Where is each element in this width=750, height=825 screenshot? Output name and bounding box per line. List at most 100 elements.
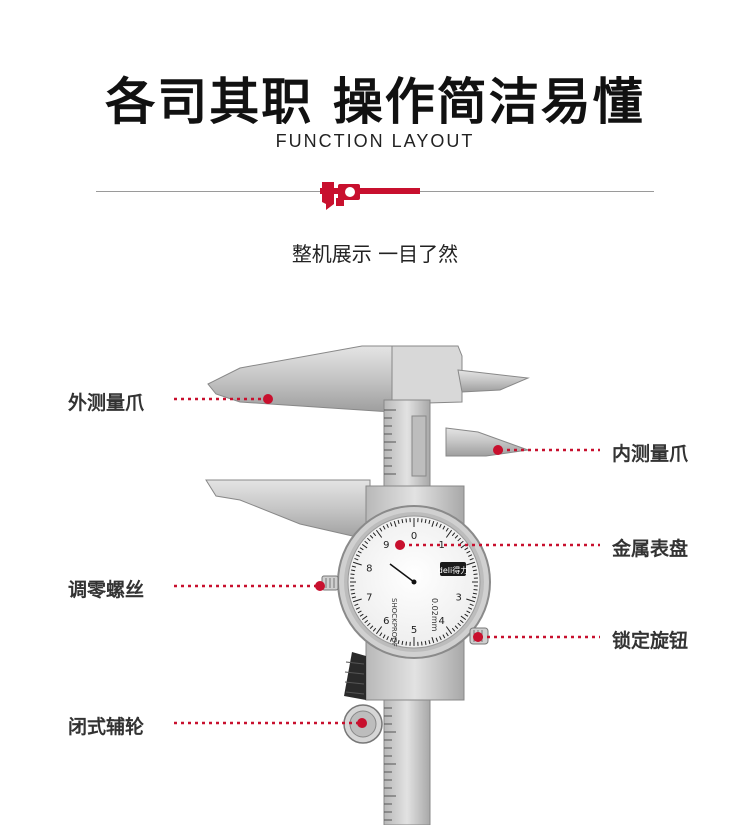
dial-tick [375, 626, 383, 635]
callout-fine-wheel: 闭式辅轮 [68, 716, 145, 738]
dial-tick [469, 603, 474, 607]
dial-tick [355, 607, 360, 610]
dial-tick [460, 543, 467, 549]
dial-tick [459, 540, 464, 545]
dial-tick [471, 596, 477, 599]
dial-tick [439, 636, 442, 641]
dial-tick [389, 637, 393, 642]
dial-tick [351, 596, 357, 599]
callout-lines [174, 397, 600, 725]
dial-number: 7 [366, 593, 372, 604]
dial-tick [428, 639, 431, 645]
dial-tick [372, 532, 377, 537]
dial-tick [364, 540, 369, 545]
callout-inside-jaw: 内测量爪 [612, 443, 689, 465]
dial-tick [435, 637, 439, 642]
dial-tick [442, 634, 446, 639]
dial-tick [469, 557, 474, 561]
dial-tick [405, 518, 407, 523]
dial-tick [424, 519, 427, 524]
dial-tick [445, 632, 449, 637]
dial-tick [466, 561, 476, 566]
dial-tick [421, 518, 423, 523]
dial-tick [454, 625, 459, 629]
dial-tick [393, 637, 397, 644]
dial-tick [464, 547, 469, 551]
callout-dots [263, 394, 503, 728]
dial-tick [367, 537, 371, 542]
dial-tick [435, 522, 439, 527]
dial-gauge: 0123456789 SHOCKPROOF 0.02mm deli得力 [337, 505, 491, 659]
page-title: 各司其职 操作简洁易懂 [105, 73, 645, 131]
dial-tick [351, 565, 357, 568]
dial-number: 4 [438, 616, 444, 627]
dial-tick [421, 641, 423, 646]
dial-tick [369, 535, 374, 539]
dial-tick [454, 535, 459, 539]
dial-tick [473, 573, 478, 575]
dial-tick [397, 639, 400, 645]
dial-tick [389, 522, 393, 527]
tagline: 整机展示 一目了然 [291, 242, 459, 266]
dial-tick [364, 619, 369, 624]
dial-tick [457, 622, 461, 627]
dial-tick [393, 520, 397, 527]
dial-tick [466, 610, 471, 614]
dial-tick [459, 619, 464, 624]
dial-tick [369, 625, 374, 629]
callout-lock-knob: 锁定旋钮 [612, 630, 689, 652]
dial-tick [472, 592, 477, 595]
dial-tick [351, 569, 356, 572]
dial-tick [466, 550, 471, 554]
dial-tick [375, 529, 383, 538]
dial-tick [352, 598, 362, 603]
dial-tick [401, 519, 404, 524]
dial-tick [382, 634, 386, 639]
dial-tick [401, 640, 404, 645]
dial-tick [442, 525, 446, 530]
dial-tick [473, 589, 478, 591]
zero-adjust-screw [321, 575, 339, 591]
dial-tick [466, 598, 476, 603]
dial-tick [386, 523, 389, 528]
dial-tick [472, 569, 477, 572]
thumb-roller [344, 652, 366, 700]
dial-tick [359, 613, 364, 617]
dial-tick [397, 519, 400, 525]
dial-tick [424, 640, 427, 645]
dial-tick [445, 529, 453, 538]
dial-tick [354, 557, 359, 561]
dial-tick [350, 589, 355, 591]
dial-number: 6 [383, 616, 389, 627]
dial-tick [367, 622, 371, 627]
dial-shockproof-text: SHOCKPROOF [390, 598, 398, 647]
dial-tick [359, 547, 364, 551]
dial-tick [379, 632, 383, 637]
dial-tick [471, 565, 477, 568]
dial-tick [431, 637, 435, 644]
dial-tick [361, 543, 368, 549]
dial-tick [464, 613, 469, 617]
caliper-icon [320, 182, 420, 210]
callout-outside-jaw: 外测量爪 [68, 392, 145, 414]
page-subtitle: FUNCTION LAYOUT [275, 131, 475, 151]
dial-tick [468, 554, 473, 557]
dial-resolution-text: 0.02mm [430, 598, 439, 632]
dial-tick [350, 573, 355, 575]
brand-text: deli得力 [438, 565, 468, 575]
dial-number: 8 [366, 563, 372, 574]
dial-tick [382, 525, 386, 530]
dial-number: 0 [411, 531, 417, 542]
dial-tick [431, 520, 435, 527]
dial-tick [439, 523, 442, 528]
dial-tick [451, 532, 456, 537]
dial-tick [445, 626, 453, 635]
dial-number: 9 [383, 540, 389, 551]
dial-tick [468, 607, 473, 610]
dial-number: 5 [411, 625, 417, 636]
dial-tick [460, 615, 467, 621]
dial-tick [428, 519, 431, 525]
dial-tick [372, 627, 377, 632]
dial-tick [379, 527, 383, 532]
